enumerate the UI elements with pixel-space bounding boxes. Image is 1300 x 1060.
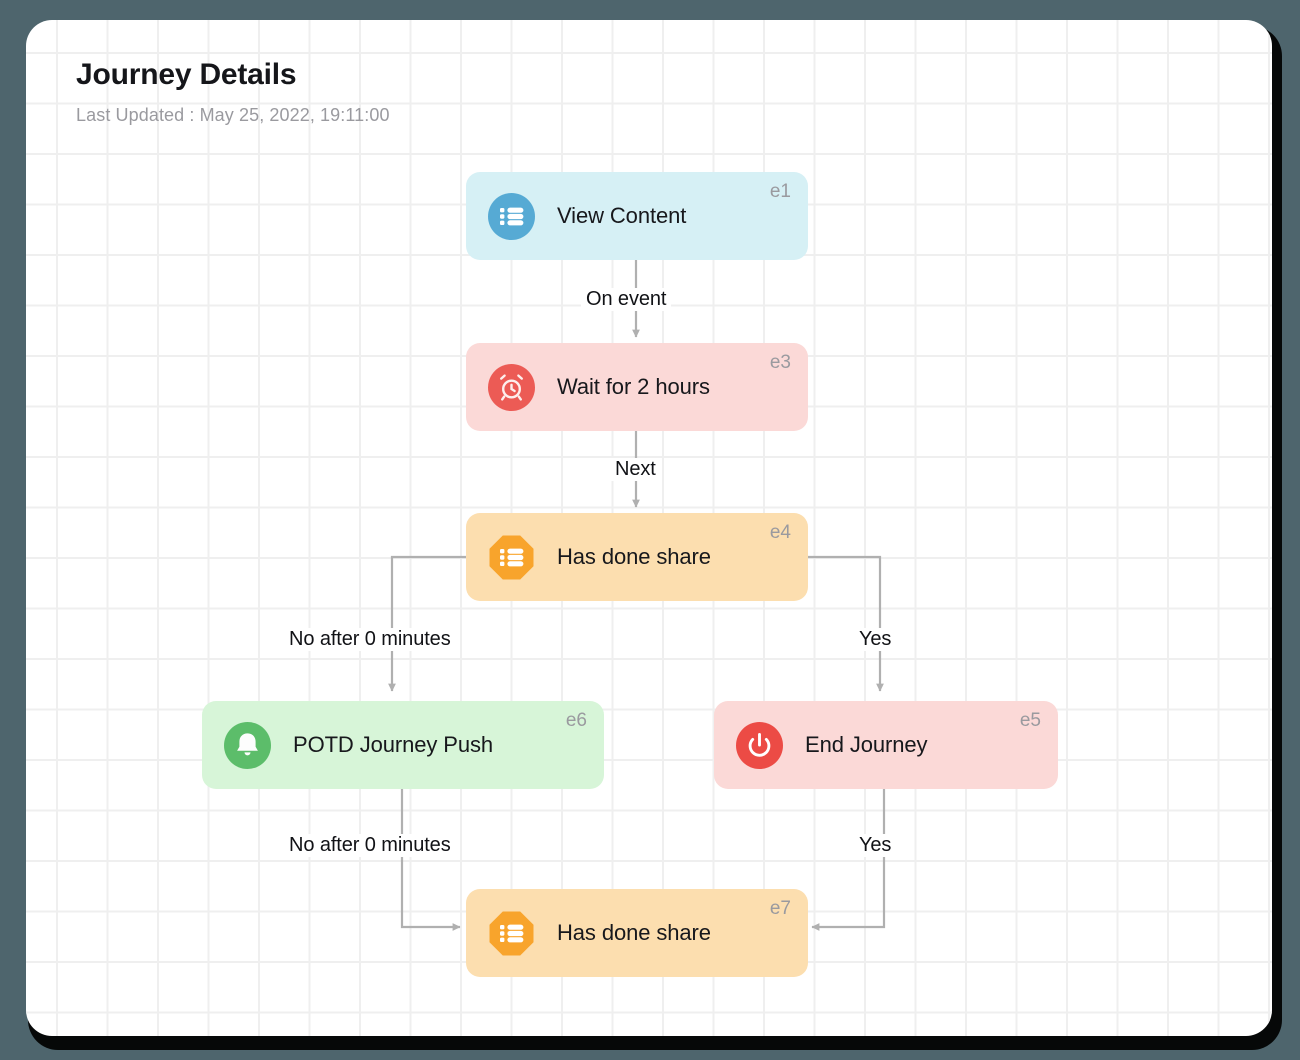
list-icon xyxy=(488,534,535,581)
flow-node-id: e1 xyxy=(769,181,791,202)
flow-node-id: e3 xyxy=(769,352,791,373)
journey-details-card: Journey Details Last Updated : May 25, 2… xyxy=(26,20,1272,1036)
flow-node-e5[interactable]: End Journey e5 xyxy=(714,701,1058,789)
header: Journey Details Last Updated : May 25, 2… xyxy=(76,58,390,126)
list-icon xyxy=(488,910,535,957)
flow-node-label: View Content xyxy=(557,203,687,228)
flow-node-label: Has done share xyxy=(557,920,711,945)
edge-e4-to-e6 xyxy=(388,555,466,692)
flow-node-e7[interactable]: Has done share e7 xyxy=(466,889,808,977)
edge-e6-to-e7 xyxy=(400,783,461,931)
edge-label-on-event: On event xyxy=(581,288,672,311)
edge-e4-to-e5 xyxy=(808,555,884,692)
page-title: Journey Details xyxy=(76,58,297,91)
edge-e5-to-e7 xyxy=(811,783,886,931)
flow-node-id: e6 xyxy=(565,710,587,731)
alarm-clock-icon xyxy=(488,363,535,411)
edge-label-no-after-0-minutes-upper: No after 0 minutes xyxy=(284,628,456,651)
edge-label-no-after-0-minutes-lower: No after 0 minutes xyxy=(284,834,456,857)
bell-icon xyxy=(224,721,271,769)
journey-flow-canvas[interactable]: View Content e1 Wait for 2 ho xyxy=(26,20,1272,1036)
flow-node-label: Has done share xyxy=(557,544,711,569)
edge-label-yes-lower: Yes xyxy=(854,834,897,857)
flow-node-e4[interactable]: Has done share e4 xyxy=(466,513,808,601)
flow-node-label: End Journey xyxy=(805,732,928,757)
flow-node-e1[interactable]: View Content e1 xyxy=(466,172,808,260)
flow-node-id: e5 xyxy=(1019,710,1041,731)
power-icon xyxy=(736,721,783,769)
list-icon xyxy=(488,192,535,240)
flow-node-label: Wait for 2 hours xyxy=(557,374,710,399)
flow-node-id: e7 xyxy=(769,898,791,919)
flow-edges xyxy=(388,260,886,931)
last-updated-timestamp: Last Updated : May 25, 2022, 19:11:00 xyxy=(76,105,390,125)
flow-node-e6[interactable]: POTD Journey Push e6 xyxy=(202,701,604,789)
edge-label-yes-upper: Yes xyxy=(854,628,897,651)
edge-label-next: Next xyxy=(610,458,661,481)
flow-node-label: POTD Journey Push xyxy=(293,732,494,757)
flow-node-e3[interactable]: Wait for 2 hours e3 xyxy=(466,343,808,431)
flow-node-id: e4 xyxy=(769,522,791,543)
